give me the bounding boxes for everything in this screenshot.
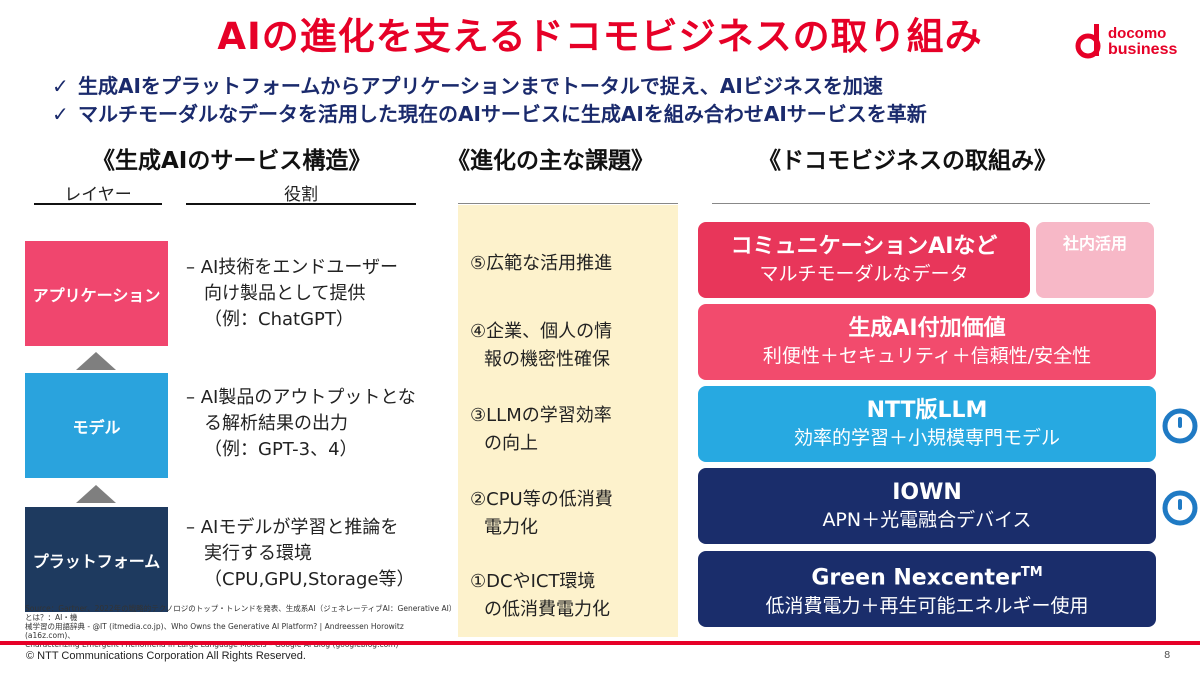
logo-text-docomo: docomo xyxy=(1108,25,1167,42)
issue-line: ①DCやICT環境 xyxy=(470,571,596,592)
box-title: Green NexcenterTM xyxy=(698,559,1156,592)
column-heading-role: 役割 xyxy=(284,185,318,205)
role-line: （例：ChatGPT） xyxy=(204,309,354,330)
box-subtitle: 低消費電力＋再生可能エネルギー使用 xyxy=(765,594,1089,617)
issue-line: ②CPU等の低消費 xyxy=(470,489,613,510)
section-heading-docomo: 《ドコモビジネスの取組み》 xyxy=(758,148,1057,174)
issue-item-4: ④企業、個人の情 報の機密性確保 xyxy=(470,318,670,374)
box-title: NTT版LLM xyxy=(866,398,988,423)
docomo-box-communication-ai: コミュニケーションAIなど マルチモーダルなデータ xyxy=(698,222,1030,298)
up-arrow-icon xyxy=(76,352,116,370)
layer-box-platform: プラットフォーム xyxy=(25,507,168,612)
box-title-text: Green Nexcenter xyxy=(811,565,1021,591)
footer-divider xyxy=(0,641,1200,645)
role-text-application: – AI技術をエンドユーザー 向け製品として提供 （例：ChatGPT） xyxy=(186,255,436,333)
issue-item-5: ⑤広範な活用推進 xyxy=(470,250,670,278)
up-arrow-icon xyxy=(76,485,116,503)
check-text-1: 生成AIをプラットフォームからアプリケーションまでトータルで捉え、AIビジネスを… xyxy=(78,74,883,98)
logo-text-business: business xyxy=(1108,41,1178,58)
source-line: 械学習の用語辞典 - @IT (itmedia.co.jp)、Who Owns … xyxy=(25,622,404,640)
role-text-platform: – AIモデルが学習と推論を 実行する環境 （CPU,GPU,Storage等） xyxy=(186,515,436,593)
check-item-1: ✓ 生成AIをプラットフォームからアプリケーションまでトータルで捉え、AIビジネス… xyxy=(52,70,883,99)
box-title: コミュニケーションAIなど xyxy=(730,234,998,259)
divider xyxy=(34,203,162,205)
page-number: 8 xyxy=(1164,650,1171,661)
section-heading-issues: 《進化の主な課題》 xyxy=(447,148,654,174)
divider xyxy=(458,203,678,204)
column-heading-layer: レイヤー xyxy=(64,185,132,205)
docomo-box-inhouse: 社内活用 xyxy=(1036,222,1154,298)
docomo-box-green-nexcenter: Green NexcenterTM 低消費電力＋再生可能エネルギー使用 xyxy=(698,551,1156,627)
docomo-box-ntt-llm: NTT版LLM 効率的学習＋小規模専門モデル xyxy=(698,386,1156,462)
copyright-text: © NTT Communications Corporation All Rig… xyxy=(26,650,306,662)
issue-line: ⑤広範な活用推進 xyxy=(470,253,613,274)
issue-line: 電力化 xyxy=(484,517,538,538)
check-item-2: ✓ マルチモーダルなデータを活用した現在のAIサービスに生成AIを組み合わせAIサ… xyxy=(52,98,927,127)
issues-panel xyxy=(458,205,678,637)
docomo-logo-mark-icon xyxy=(1075,24,1101,59)
issue-line: の向上 xyxy=(484,433,538,454)
docomo-business-logo: docomo business xyxy=(1074,18,1194,64)
layer-box-application: アプリケーション xyxy=(25,241,168,346)
role-text-model: – AI製品のアウトプットとな る解析結果の出力 （例：GPT-3、4） xyxy=(186,385,436,463)
check-text-2: マルチモーダルなデータを活用した現在のAIサービスに生成AIを組み合わせAIサー… xyxy=(78,102,927,126)
role-line: （例：GPT-3、4） xyxy=(204,439,358,460)
issue-line: 報の機密性確保 xyxy=(484,349,610,370)
role-line: – AIモデルが学習と推論を xyxy=(186,517,399,538)
box-title: 社内活用 xyxy=(1062,234,1127,253)
issue-line: ④企業、個人の情 xyxy=(470,321,613,342)
role-line: る解析結果の出力 xyxy=(204,413,348,434)
role-line: – AI技術をエンドユーザー xyxy=(186,257,398,278)
box-subtitle: 利便性＋セキュリティ＋信頼性/安全性 xyxy=(762,345,1092,367)
source-line: Source：Gartner、2022年の戦略的テクノロジのトップ・トレンドを発… xyxy=(25,604,453,622)
role-line: （CPU,GPU,Storage等） xyxy=(204,569,415,590)
check-mark-icon: ✓ xyxy=(52,74,69,98)
page-title: AIの進化を支えるドコモビジネスの取り組み xyxy=(217,15,983,58)
issue-item-2: ②CPU等の低消費 電力化 xyxy=(470,486,670,542)
role-line: – AI製品のアウトプットとな xyxy=(186,387,416,408)
ntt-logo-icon xyxy=(1162,408,1198,444)
check-mark-icon: ✓ xyxy=(52,102,69,126)
issue-line: ③LLMの学習効率 xyxy=(470,405,612,426)
box-subtitle: APN＋光電融合デバイス xyxy=(822,509,1032,531)
docomo-box-genai-value: 生成AI付加価値 利便性＋セキュリティ＋信頼性/安全性 xyxy=(698,304,1156,380)
box-subtitle: マルチモーダルなデータ xyxy=(759,263,969,285)
divider xyxy=(186,203,416,205)
layer-box-model: モデル xyxy=(25,373,168,478)
issue-line: の低消費電力化 xyxy=(484,599,610,620)
box-subtitle: 効率的学習＋小規模専門モデル xyxy=(793,427,1060,449)
box-title: 生成AI付加価値 xyxy=(848,316,1006,341)
section-heading-structure: 《生成AIのサービス構造》 xyxy=(92,148,372,174)
trademark-mark: TM xyxy=(1020,565,1043,581)
ntt-logo-icon xyxy=(1162,490,1198,526)
divider xyxy=(712,203,1150,204)
issue-item-1: ①DCやICT環境 の低消費電力化 xyxy=(470,568,670,624)
docomo-box-iown: IOWN APN＋光電融合デバイス xyxy=(698,468,1156,544)
issue-item-3: ③LLMの学習効率 の向上 xyxy=(470,402,670,458)
role-line: 向け製品として提供 xyxy=(204,283,366,304)
role-line: 実行する環境 xyxy=(204,543,312,564)
box-title: IOWN xyxy=(892,480,962,505)
